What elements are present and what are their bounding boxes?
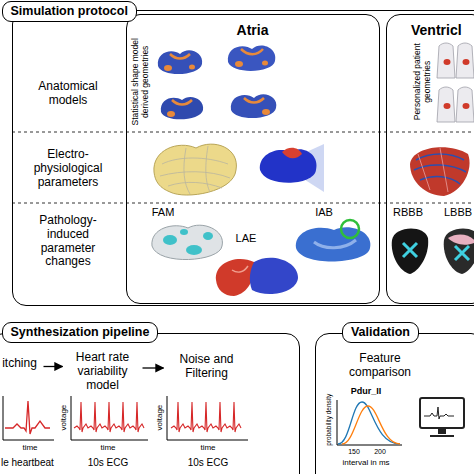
- pipeline-step: itching: [0, 356, 41, 370]
- step-text: itching: [0, 356, 41, 370]
- pathology-label: RBBB: [393, 206, 423, 219]
- column-note: Personalized patient geometries: [413, 37, 433, 127]
- plot-caption: 10s ECG: [188, 457, 229, 469]
- ventricle-fibers: [410, 147, 470, 196]
- pathology-label: LAE: [236, 232, 257, 245]
- axis-label: time: [22, 443, 37, 452]
- axis-label: voltage: [59, 398, 68, 438]
- pipeline-step: Heart rate variability model: [66, 350, 140, 392]
- column-heading: Ventricl: [411, 22, 462, 38]
- axis-label: time: [100, 443, 115, 452]
- tick-label: 200: [374, 448, 386, 456]
- single-beat-plot: [3, 396, 54, 440]
- axis-label: voltage: [155, 398, 164, 438]
- pathology-label: IAB: [315, 206, 333, 219]
- atria-geometry: [231, 94, 277, 118]
- ventricle-column: Ventricl: [386, 14, 474, 304]
- column-heading: Atria: [127, 22, 379, 38]
- row-label: Electro- physiological parameters: [20, 148, 116, 189]
- axis-label: interval in ms: [342, 458, 389, 467]
- filtered-ecg-plot: [167, 396, 248, 440]
- plot-caption: le heartbeat: [1, 457, 54, 469]
- hrv-ecg-plot: [71, 396, 148, 440]
- tick-label: 150: [348, 448, 360, 456]
- row-label: Anatomical models: [20, 80, 116, 108]
- flow-arrow: [143, 367, 164, 368]
- row-label: Pathology- induced parameter changes: [20, 214, 116, 269]
- plot-title: Pdur_II: [351, 386, 382, 396]
- row-separator: [12, 203, 474, 204]
- pathology-label: LBBB: [444, 206, 472, 219]
- patient-torsos: [437, 43, 474, 122]
- atria-activation: [260, 144, 324, 192]
- atria-geometry: [161, 97, 203, 119]
- row-separator: [12, 132, 474, 133]
- step-text: Noise and Filtering: [167, 352, 247, 380]
- atria-column: Atria: [126, 14, 380, 304]
- step-text: Heart rate variability model: [66, 350, 140, 392]
- lbbb-heart: [444, 228, 474, 274]
- column-note: Statistical shape model derived geometri…: [131, 37, 151, 127]
- panel-title-tab: Validation: [342, 322, 419, 343]
- axis-label: probability density: [325, 390, 332, 450]
- fibrosis-mesh: [152, 225, 223, 259]
- axis-label: time: [200, 443, 215, 452]
- flow-arrow: [44, 366, 63, 367]
- block-marker: [341, 220, 359, 238]
- atria-geometry: [158, 50, 202, 74]
- distribution-plot: [337, 400, 402, 445]
- panel-title-tab: Simulation protocol: [2, 1, 137, 22]
- pipeline-step: Noise and Filtering: [167, 352, 247, 380]
- atria-geometry: [228, 46, 276, 71]
- fiber-mesh: [154, 144, 237, 195]
- pipeline-panel: Synthesization pipelineitchingHeart rate…: [0, 333, 300, 474]
- monitor-icon: [420, 398, 464, 436]
- rbbb-heart: [392, 228, 428, 274]
- step-label: Feature comparison: [335, 352, 425, 380]
- plot-caption: 10s ECG: [88, 457, 129, 469]
- pathology-label: FAM: [152, 206, 175, 219]
- panel-title-tab: Synthesization pipeline: [2, 322, 159, 343]
- enlarged-atria: [216, 258, 298, 296]
